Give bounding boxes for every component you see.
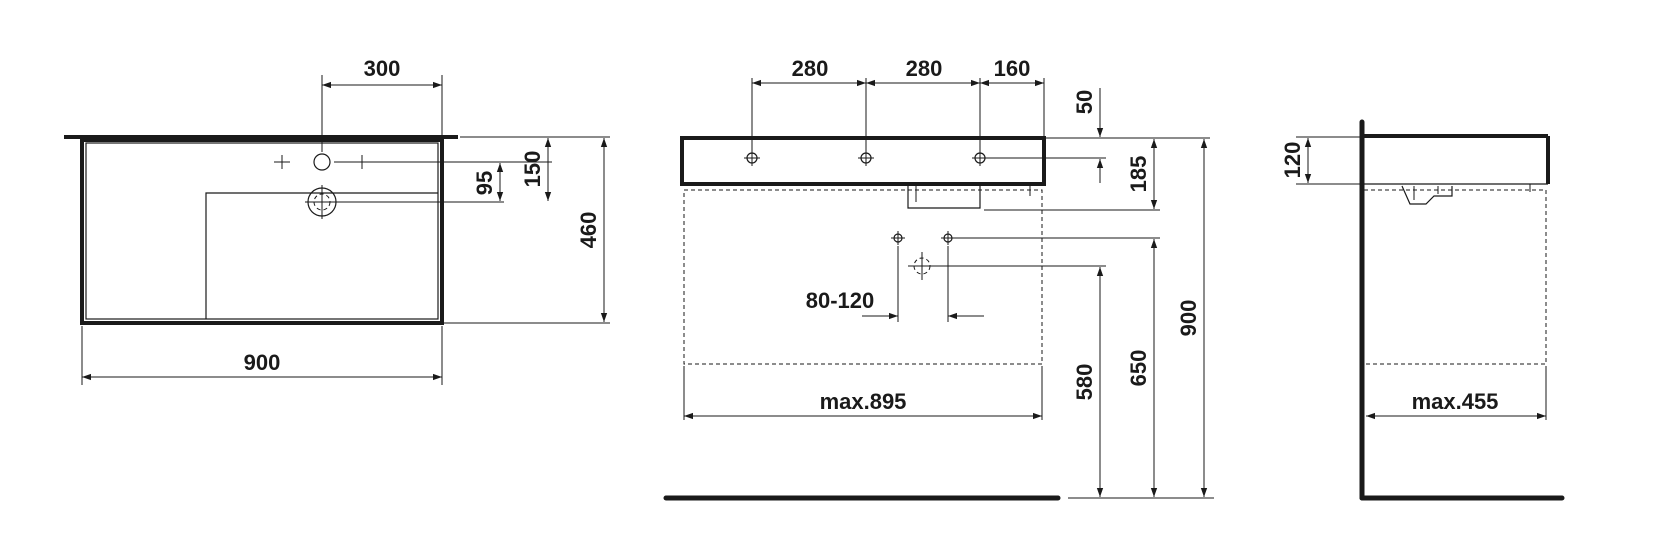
cabinet-side-dashed bbox=[1364, 189, 1547, 365]
side-view: 120 max.455 bbox=[1280, 119, 1565, 501]
dim-basin-185: 185 bbox=[1126, 156, 1151, 193]
drain-centre bbox=[908, 252, 936, 280]
dim-depth-95: 95 bbox=[472, 171, 497, 195]
bowl-edge bbox=[205, 192, 438, 319]
dim-max-depth: max.455 bbox=[1412, 389, 1499, 414]
dim-depth-150: 150 bbox=[520, 151, 545, 188]
basin-front-outline bbox=[680, 136, 1046, 186]
tap-hole-1 bbox=[744, 150, 760, 166]
basin-inner-outline bbox=[85, 142, 439, 320]
dim-tap-spacing-2: 280 bbox=[906, 56, 943, 81]
tap-hole bbox=[313, 153, 331, 171]
dim-height-120: 120 bbox=[1280, 142, 1305, 179]
waste-hole-right bbox=[941, 231, 955, 245]
cabinet-outline-dashed bbox=[683, 189, 1043, 365]
dim-height-580: 580 bbox=[1072, 364, 1097, 401]
dim-waste-range: 80-120 bbox=[806, 288, 875, 313]
dim-total-width: 900 bbox=[244, 350, 281, 375]
siphon-side bbox=[1401, 185, 1453, 205]
dim-height-900: 900 bbox=[1176, 300, 1201, 337]
tap-hole-2 bbox=[858, 150, 874, 166]
dim-total-depth: 460 bbox=[576, 212, 601, 249]
basin-outline bbox=[80, 138, 444, 325]
dim-hole-offset: 300 bbox=[364, 56, 401, 81]
top-view: 300 95 150 460 900 bbox=[64, 56, 610, 385]
front-view: 280 280 160 50 185 bbox=[663, 56, 1214, 501]
siphon bbox=[907, 186, 981, 209]
dim-tap-spacing-3: 160 bbox=[994, 56, 1031, 81]
dim-top-50: 50 bbox=[1072, 90, 1097, 114]
waste-hole-left bbox=[891, 231, 905, 245]
dim-max-width: max.895 bbox=[820, 389, 907, 414]
dim-height-650: 650 bbox=[1126, 350, 1151, 387]
tap-hole-3 bbox=[972, 150, 988, 166]
dim-tap-spacing-1: 280 bbox=[792, 56, 829, 81]
